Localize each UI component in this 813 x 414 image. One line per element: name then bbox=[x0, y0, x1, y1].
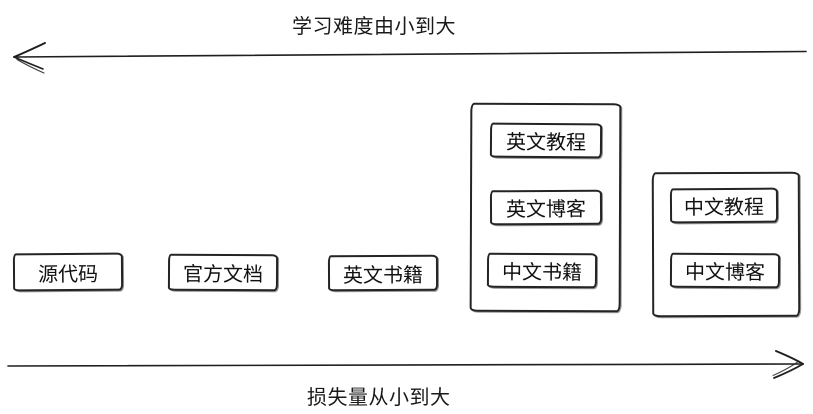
node-english-books-label: 英文书籍 bbox=[342, 264, 424, 287]
node-chinese-tutorials: 中文教程 bbox=[669, 187, 779, 224]
node-source-code: 源代码 bbox=[12, 252, 124, 292]
node-english-tutorials: 英文教程 bbox=[489, 122, 603, 159]
node-chinese-books: 中文书籍 bbox=[486, 252, 598, 289]
top-axis-label: 学习难度由小到大 bbox=[292, 16, 456, 38]
node-english-blogs: 英文博客 bbox=[489, 189, 603, 226]
node-chinese-blogs: 中文博客 bbox=[669, 252, 781, 289]
node-chinese-tutorials-label: 中文教程 bbox=[683, 196, 765, 220]
bottom-axis-label: 损失量从小到大 bbox=[307, 387, 451, 409]
node-official-docs: 官方文档 bbox=[167, 253, 279, 292]
left-arrow-icon bbox=[13, 42, 807, 74]
node-english-books: 英文书籍 bbox=[327, 254, 439, 292]
right-arrow-icon bbox=[7, 350, 804, 379]
node-english-blogs-label: 英文博客 bbox=[505, 198, 587, 222]
node-english-tutorials-label: 英文教程 bbox=[505, 131, 587, 155]
node-official-docs-label: 官方文档 bbox=[182, 263, 264, 287]
node-chinese-books-label: 中文书籍 bbox=[501, 261, 583, 285]
node-chinese-blogs-label: 中文博客 bbox=[684, 261, 766, 285]
node-source-code-label: 源代码 bbox=[37, 263, 99, 286]
